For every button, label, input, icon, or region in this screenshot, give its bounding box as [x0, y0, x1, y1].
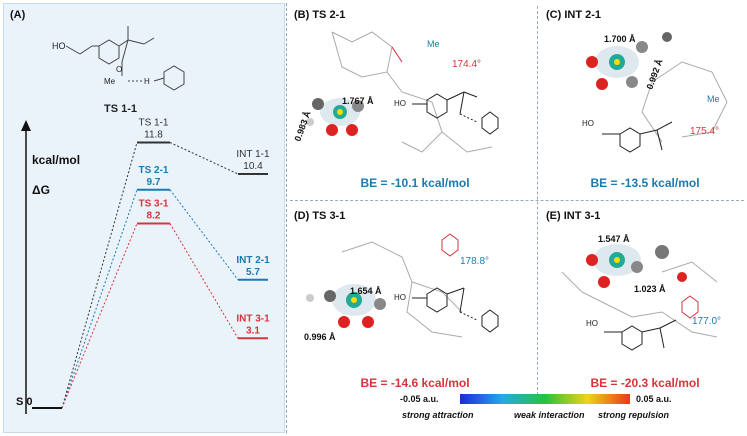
ts31-ho: HO [394, 293, 406, 302]
level-connector [61, 189, 138, 409]
int21-dist2: 0.992 Å [644, 57, 664, 91]
colorbar-max-label: 0.05 a.u. [636, 394, 672, 404]
energy-level-name: INT 2-1 [236, 255, 270, 266]
struct-h: H [144, 77, 150, 86]
int31-ho: HO [586, 319, 598, 328]
int21-dist1: 1.700 Å [604, 34, 636, 44]
int31-dist2: 1.023 Å [634, 284, 666, 294]
ts31-angle: 178.8° [460, 256, 489, 267]
ts21-binding-energy: BE = -10.1 kcal/mol [360, 176, 470, 190]
ts31-binding-energy: BE = -14.6 kcal/mol [360, 376, 470, 390]
separator-vertical [286, 3, 287, 433]
colorbar-caption-repulsion: strong repulsion [598, 410, 670, 420]
level-connector [61, 142, 138, 409]
struct-o: O [116, 65, 122, 74]
int21-angle: 175.4° [690, 126, 719, 137]
panel-c-label: (C) INT 2-1 [546, 9, 601, 21]
energy-level-name: TS 3-1 [138, 199, 168, 210]
separator-horizontal [290, 200, 744, 201]
level-connector [169, 142, 239, 175]
ts21-angle: 174.4° [452, 59, 481, 70]
level-connector [61, 223, 138, 409]
level-connector [169, 223, 239, 339]
panel-d-label: (D) TS 3-1 [294, 210, 346, 222]
y-axis-arrowhead [21, 120, 31, 131]
energy-level-value: 9.7 [147, 177, 161, 188]
panel-b-label: (B) TS 2-1 [294, 9, 346, 21]
int31-dist1: 1.547 Å [598, 234, 630, 244]
energy-level-name: TS 2-1 [138, 165, 168, 176]
struct-me: Me [104, 77, 116, 86]
colorbar [460, 394, 630, 404]
energy-level-value: 11.8 [144, 130, 163, 141]
energy-level-value: 10.4 [243, 161, 263, 172]
energy-level-value: 5.7 [246, 267, 260, 278]
energy-level-name: TS 1-1 [138, 118, 168, 129]
energy-level-name: S 0 [16, 396, 33, 408]
ts21-molecule: 1.767 Å 0.983 Å Me 174.4° HO [292, 31, 499, 153]
int21-binding-energy: BE = -13.5 kcal/mol [590, 176, 700, 190]
colorbar-caption-attraction: strong attraction [402, 410, 474, 420]
energy-diagram: HO O Me H TS 1-1 kcal/mol ΔG S 0TS 1-111… [16, 26, 270, 414]
energy-level-name: INT 1-1 [236, 149, 270, 160]
ts21-ho: HO [394, 99, 406, 108]
energy-level-value: 8.2 [147, 211, 161, 222]
energy-diagram-panel: (A) HO O Me H TS 1-1 kcal/mol ΔG [3, 3, 285, 433]
int31-binding-energy: BE = -20.3 kcal/mol [590, 376, 700, 390]
ts11-structure: HO O Me H [52, 26, 185, 91]
int31-molecule: 1.547 Å 1.023 Å 177.0° HO [561, 234, 721, 351]
panel-e-label: (E) INT 3-1 [546, 210, 601, 222]
colorbar-caption-weak: weak interaction [514, 410, 585, 420]
separator-vertical-right [537, 6, 538, 400]
int21-molecule: 1.700 Å 0.992 Å Me 175.4° HO [582, 32, 728, 153]
level-connector [169, 189, 239, 281]
y-axis-unit: kcal/mol [32, 153, 80, 167]
ts21-me: Me [427, 39, 440, 49]
int21-ho: HO [582, 119, 594, 128]
ts31-dist2: 0.996 Å [304, 332, 336, 342]
y-axis-symbol: ΔG [32, 183, 50, 197]
ts31-molecule: 1.654 Å 0.996 Å 178.8° HO [304, 233, 499, 342]
panel-a-label: (A) [10, 9, 26, 21]
energy-level-name: INT 3-1 [236, 313, 270, 324]
int21-me: Me [707, 94, 720, 104]
ts11-caption: TS 1-1 [104, 103, 137, 115]
energy-level-value: 3.1 [246, 325, 260, 336]
ts31-dist1: 1.654 Å [350, 286, 382, 296]
int31-angle: 177.0° [692, 316, 721, 327]
colorbar-min-label: -0.05 a.u. [400, 394, 439, 404]
ts21-dist1: 1.767 Å [342, 96, 374, 106]
struct-ho: HO [52, 41, 66, 51]
